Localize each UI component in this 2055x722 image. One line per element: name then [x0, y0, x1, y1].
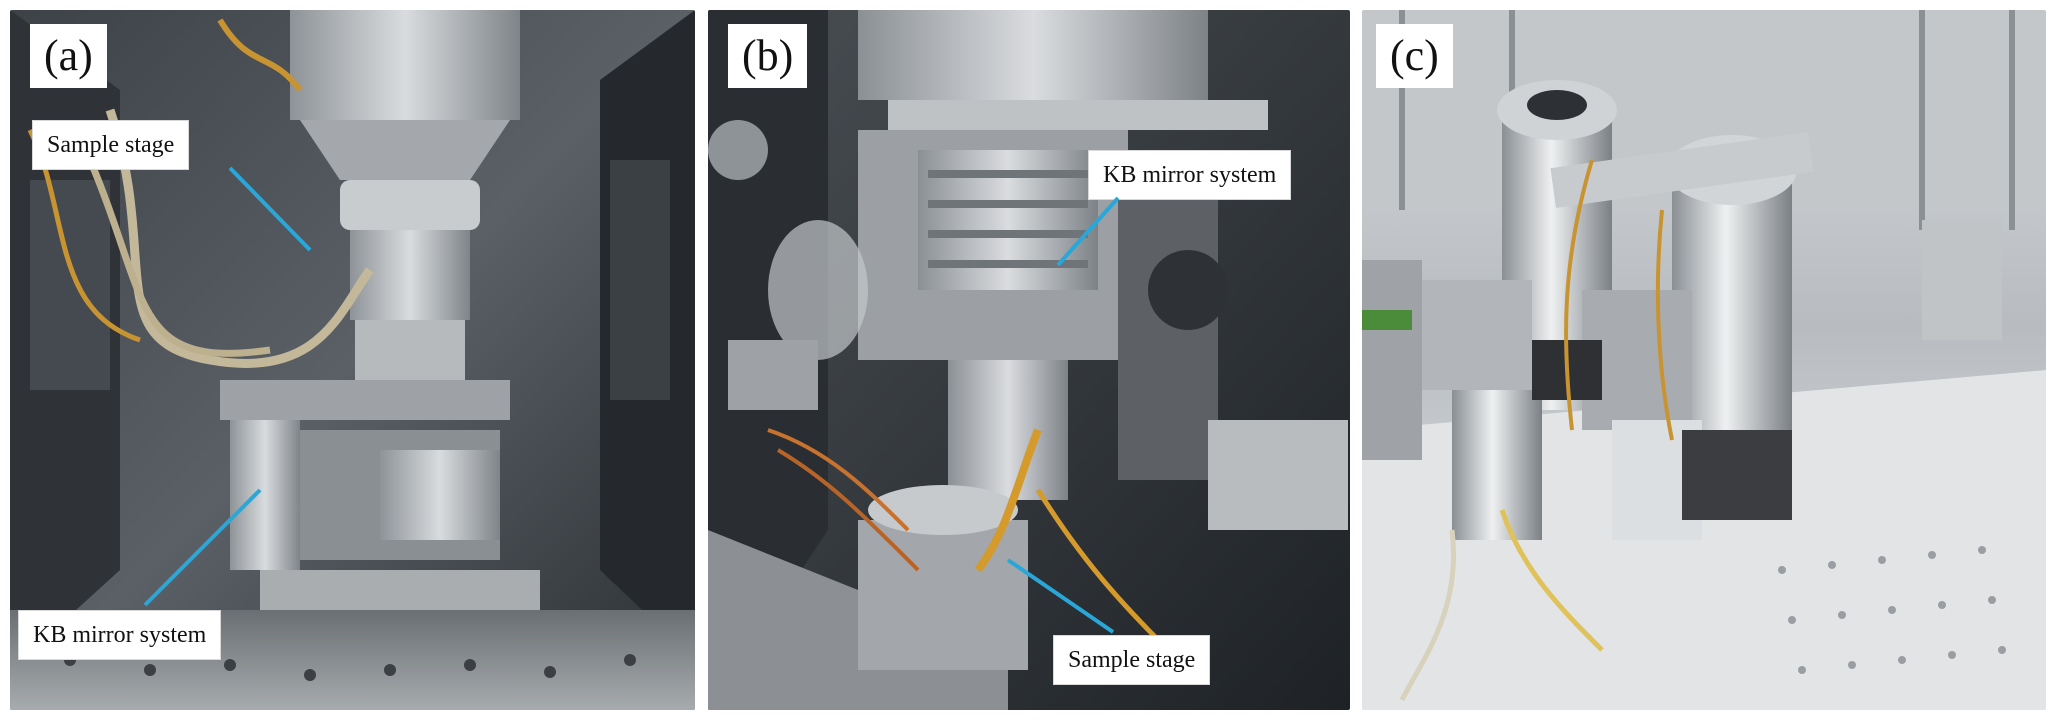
panel-a-sample-stage-label: Sample stage: [32, 120, 190, 170]
floor-holes: [64, 654, 636, 681]
table-holes: [1778, 546, 2006, 674]
panel-a-arrows: [143, 166, 312, 607]
panel-b-letter: (b): [728, 24, 808, 88]
panel-a-letter: (a): [30, 24, 107, 88]
panel-a-kb-mirror-arrow: [143, 488, 262, 607]
panel-b-arrows: [1006, 196, 1120, 634]
panel-b-photo: (b) KB mirror system Sample stage: [708, 10, 1350, 710]
panel-b-kb-mirror-label: KB mirror system: [1088, 150, 1292, 200]
panel-a-photo: (a) Sample stage KB mirror system: [10, 10, 695, 710]
panel-b-kb-mirror-arrow: [1056, 196, 1120, 267]
panel-a-kb-mirror-label: KB mirror system: [18, 610, 222, 660]
panel-c-photo: (c): [1362, 10, 2046, 710]
panel-a-sample-stage-arrow: [228, 166, 312, 252]
panel-b-sample-stage-arrow: [1006, 558, 1115, 634]
panel-c-image: [1362, 10, 2046, 710]
kb-module-detail: [928, 170, 1088, 268]
panel-b-image: [708, 10, 1350, 710]
panel-c-letter: (c): [1376, 24, 1453, 88]
panel-b-sample-stage-label: Sample stage: [1053, 635, 1211, 685]
